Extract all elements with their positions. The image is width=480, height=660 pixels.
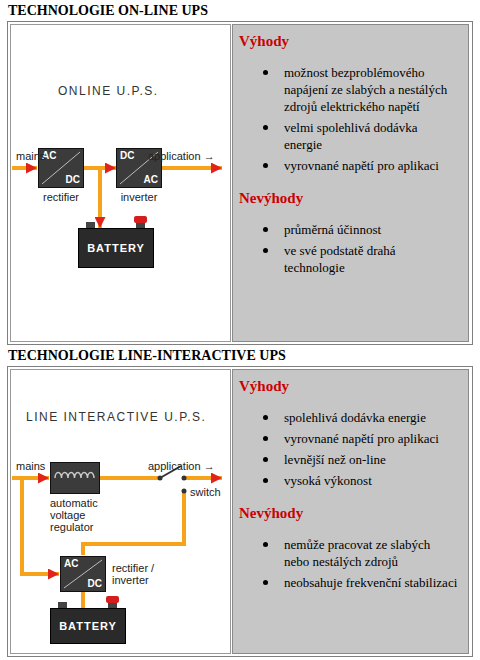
inverter-wire bbox=[83, 492, 184, 555]
section-heading: TECHNOLOGIE ON-LINE UPS bbox=[8, 3, 208, 19]
diagram-title: ONLINE U.P.S. bbox=[58, 84, 159, 98]
input-label: mains bbox=[16, 150, 45, 162]
output-wire bbox=[162, 166, 222, 170]
switch-label: switch bbox=[190, 486, 221, 498]
power-flow-connector bbox=[81, 592, 85, 608]
power-flow-connector bbox=[84, 168, 100, 228]
bullet bbox=[263, 415, 268, 420]
section-heading: TECHNOLOGIE LINE-INTERACTIVE UPS bbox=[8, 348, 286, 364]
bullet bbox=[263, 125, 268, 130]
part-caption: inverter bbox=[121, 191, 158, 203]
list-heading: Výhody bbox=[239, 33, 458, 50]
bullet bbox=[263, 580, 268, 585]
output-label: application → bbox=[148, 150, 215, 162]
list-item: levnější než on-line bbox=[284, 451, 458, 468]
pros-cons-cell: Výhody možnost bezproblémového napájení z… bbox=[232, 24, 469, 342]
part-caption: rectifier / inverter bbox=[112, 562, 176, 586]
battery-box: BATTERY bbox=[78, 228, 154, 268]
bullet bbox=[263, 227, 268, 232]
image-cell bbox=[11, 370, 231, 654]
list-item: vysoká výkonost bbox=[284, 472, 458, 489]
bullet bbox=[263, 163, 268, 168]
section-panel: ACDCrectifierDCACinverterBATTERYVýhodymo… bbox=[0, 0, 480, 345]
list-item: ve své podstatě drahá technologie bbox=[284, 242, 458, 276]
regulator-box: automatic voltage regulator bbox=[50, 462, 100, 494]
list-item: možnost bezproblémového napájení ze slab… bbox=[284, 64, 458, 115]
battery-label: BATTERY bbox=[59, 620, 117, 632]
output-label: application → bbox=[148, 460, 215, 472]
list-heading: Výhody bbox=[239, 378, 458, 395]
image-cell bbox=[11, 25, 231, 342]
table-frame bbox=[8, 22, 473, 345]
current-type: DC bbox=[66, 175, 80, 185]
battery-box: BATTERY bbox=[50, 608, 126, 644]
list-item: vyrovnané napětí pro aplikaci bbox=[284, 430, 458, 447]
current-type: AC bbox=[144, 175, 158, 185]
bullet bbox=[263, 457, 268, 462]
section-panel: automatic voltage regulatorAC DC rectifier… bbox=[0, 345, 480, 660]
output-wire bbox=[186, 476, 222, 480]
part-caption: automatic voltage regulator bbox=[50, 497, 130, 533]
coil-symbol bbox=[51, 463, 99, 493]
mains-wire bbox=[12, 166, 37, 170]
bullet bbox=[263, 478, 268, 483]
list-item: nemůže pracovat ze slabých nebo nestálýc… bbox=[284, 536, 458, 570]
list-item: spolehlivá dodávka energie bbox=[284, 409, 458, 426]
list-item: průměrná účinnost bbox=[284, 221, 458, 238]
bullet bbox=[263, 70, 268, 75]
battery-label: BATTERY bbox=[87, 242, 145, 254]
current-type: DC bbox=[88, 579, 102, 589]
pros-cons-cell: Výhody spolehlivá dodávka energie vyrovnan… bbox=[232, 369, 469, 654]
list-item: velmi spolehlivá dodávka energie bbox=[284, 119, 458, 153]
rectifier-inverter-box: ACDCrectifier / inverter bbox=[60, 556, 106, 592]
list-item: neobsahuje frekvenční stabilizaci bbox=[284, 574, 458, 591]
bullet bbox=[263, 436, 268, 441]
diagram-title: LINE INTERACTIVE U.P.S. bbox=[26, 410, 206, 424]
list-heading: Nevýhody bbox=[239, 190, 458, 207]
bullet bbox=[263, 542, 268, 547]
list-item: vyrovnané napětí pro aplikaci bbox=[284, 157, 458, 174]
part-caption: rectifier bbox=[43, 191, 79, 203]
list-heading: Nevýhody bbox=[239, 505, 458, 522]
current-type: DC bbox=[120, 151, 134, 161]
regulator-wire bbox=[100, 476, 158, 480]
current-type: AC bbox=[64, 559, 78, 569]
table-frame bbox=[8, 367, 473, 657]
mains-wire bbox=[12, 476, 49, 480]
input-label: mains bbox=[16, 460, 45, 472]
bullet bbox=[263, 248, 268, 253]
